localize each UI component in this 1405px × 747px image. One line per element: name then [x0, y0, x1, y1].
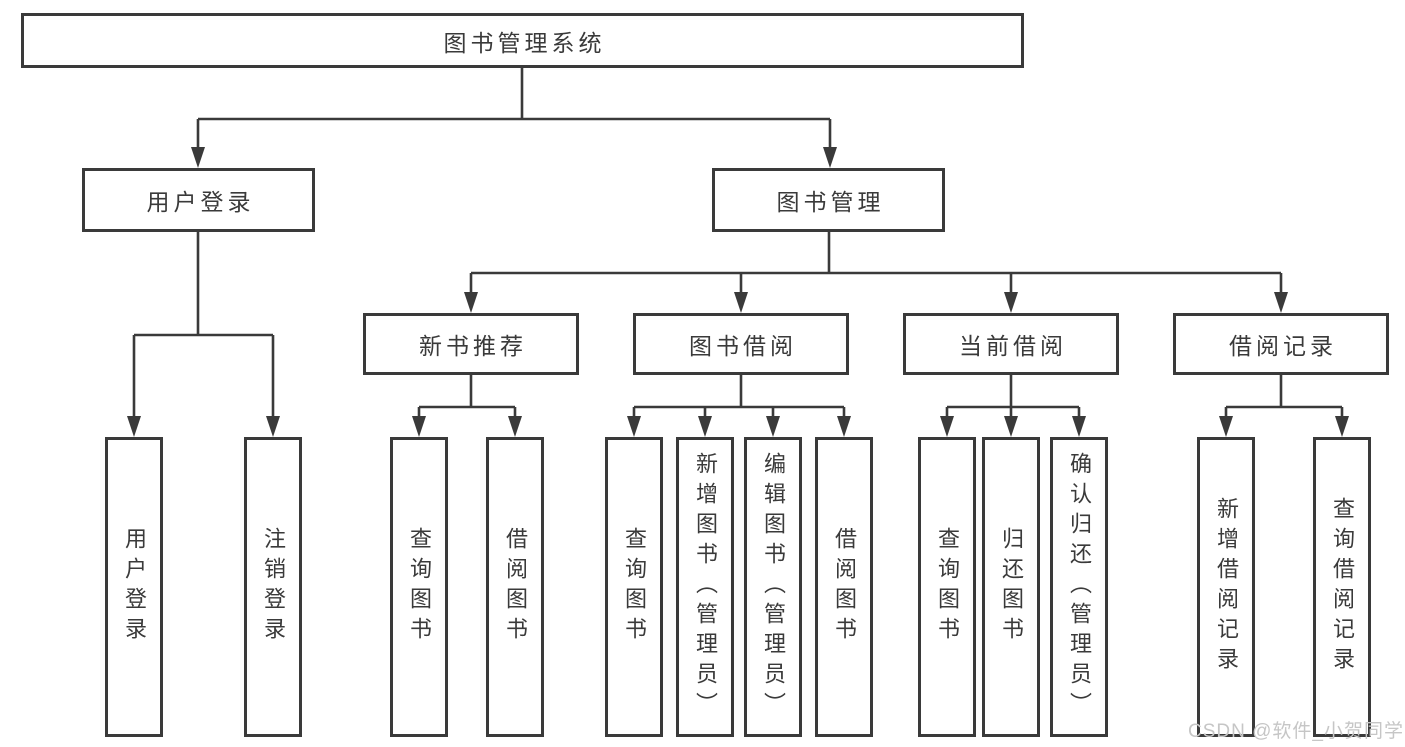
leaf-borrow-books-recommend: 借阅图书 [486, 437, 544, 737]
leaf-query-borrow-record: 查询借阅记录 [1313, 437, 1371, 737]
leaf-query-books-borrowing: 查询图书 [605, 437, 663, 737]
leaf-add-books-admin: 新增图书（管理员） [676, 437, 734, 737]
leaf-query-books-recommend: 查询图书 [390, 437, 448, 737]
leaf-return-books: 归还图书 [982, 437, 1040, 737]
node-borrowing-records: 借阅记录 [1173, 313, 1389, 375]
leaf-user-login: 用户登录 [105, 437, 163, 737]
node-library-management-system: 图书管理系统 [21, 13, 1024, 68]
node-user-login-branch: 用户登录 [82, 168, 315, 232]
node-book-management-branch: 图书管理 [712, 168, 945, 232]
leaf-confirm-return-admin: 确认归还（管理员） [1050, 437, 1108, 737]
leaf-logout: 注销登录 [244, 437, 302, 737]
leaf-edit-books-admin: 编辑图书（管理员） [744, 437, 802, 737]
leaf-query-books-current: 查询图书 [918, 437, 976, 737]
leaf-add-borrow-record: 新增借阅记录 [1197, 437, 1255, 737]
node-new-book-recommend: 新书推荐 [363, 313, 579, 375]
csdn-watermark: CSDN @软件_小贺同学 [1188, 721, 1404, 742]
leaf-borrow-books-borrowing: 借阅图书 [815, 437, 873, 737]
node-current-borrowing: 当前借阅 [903, 313, 1119, 375]
node-book-borrowing: 图书借阅 [633, 313, 849, 375]
